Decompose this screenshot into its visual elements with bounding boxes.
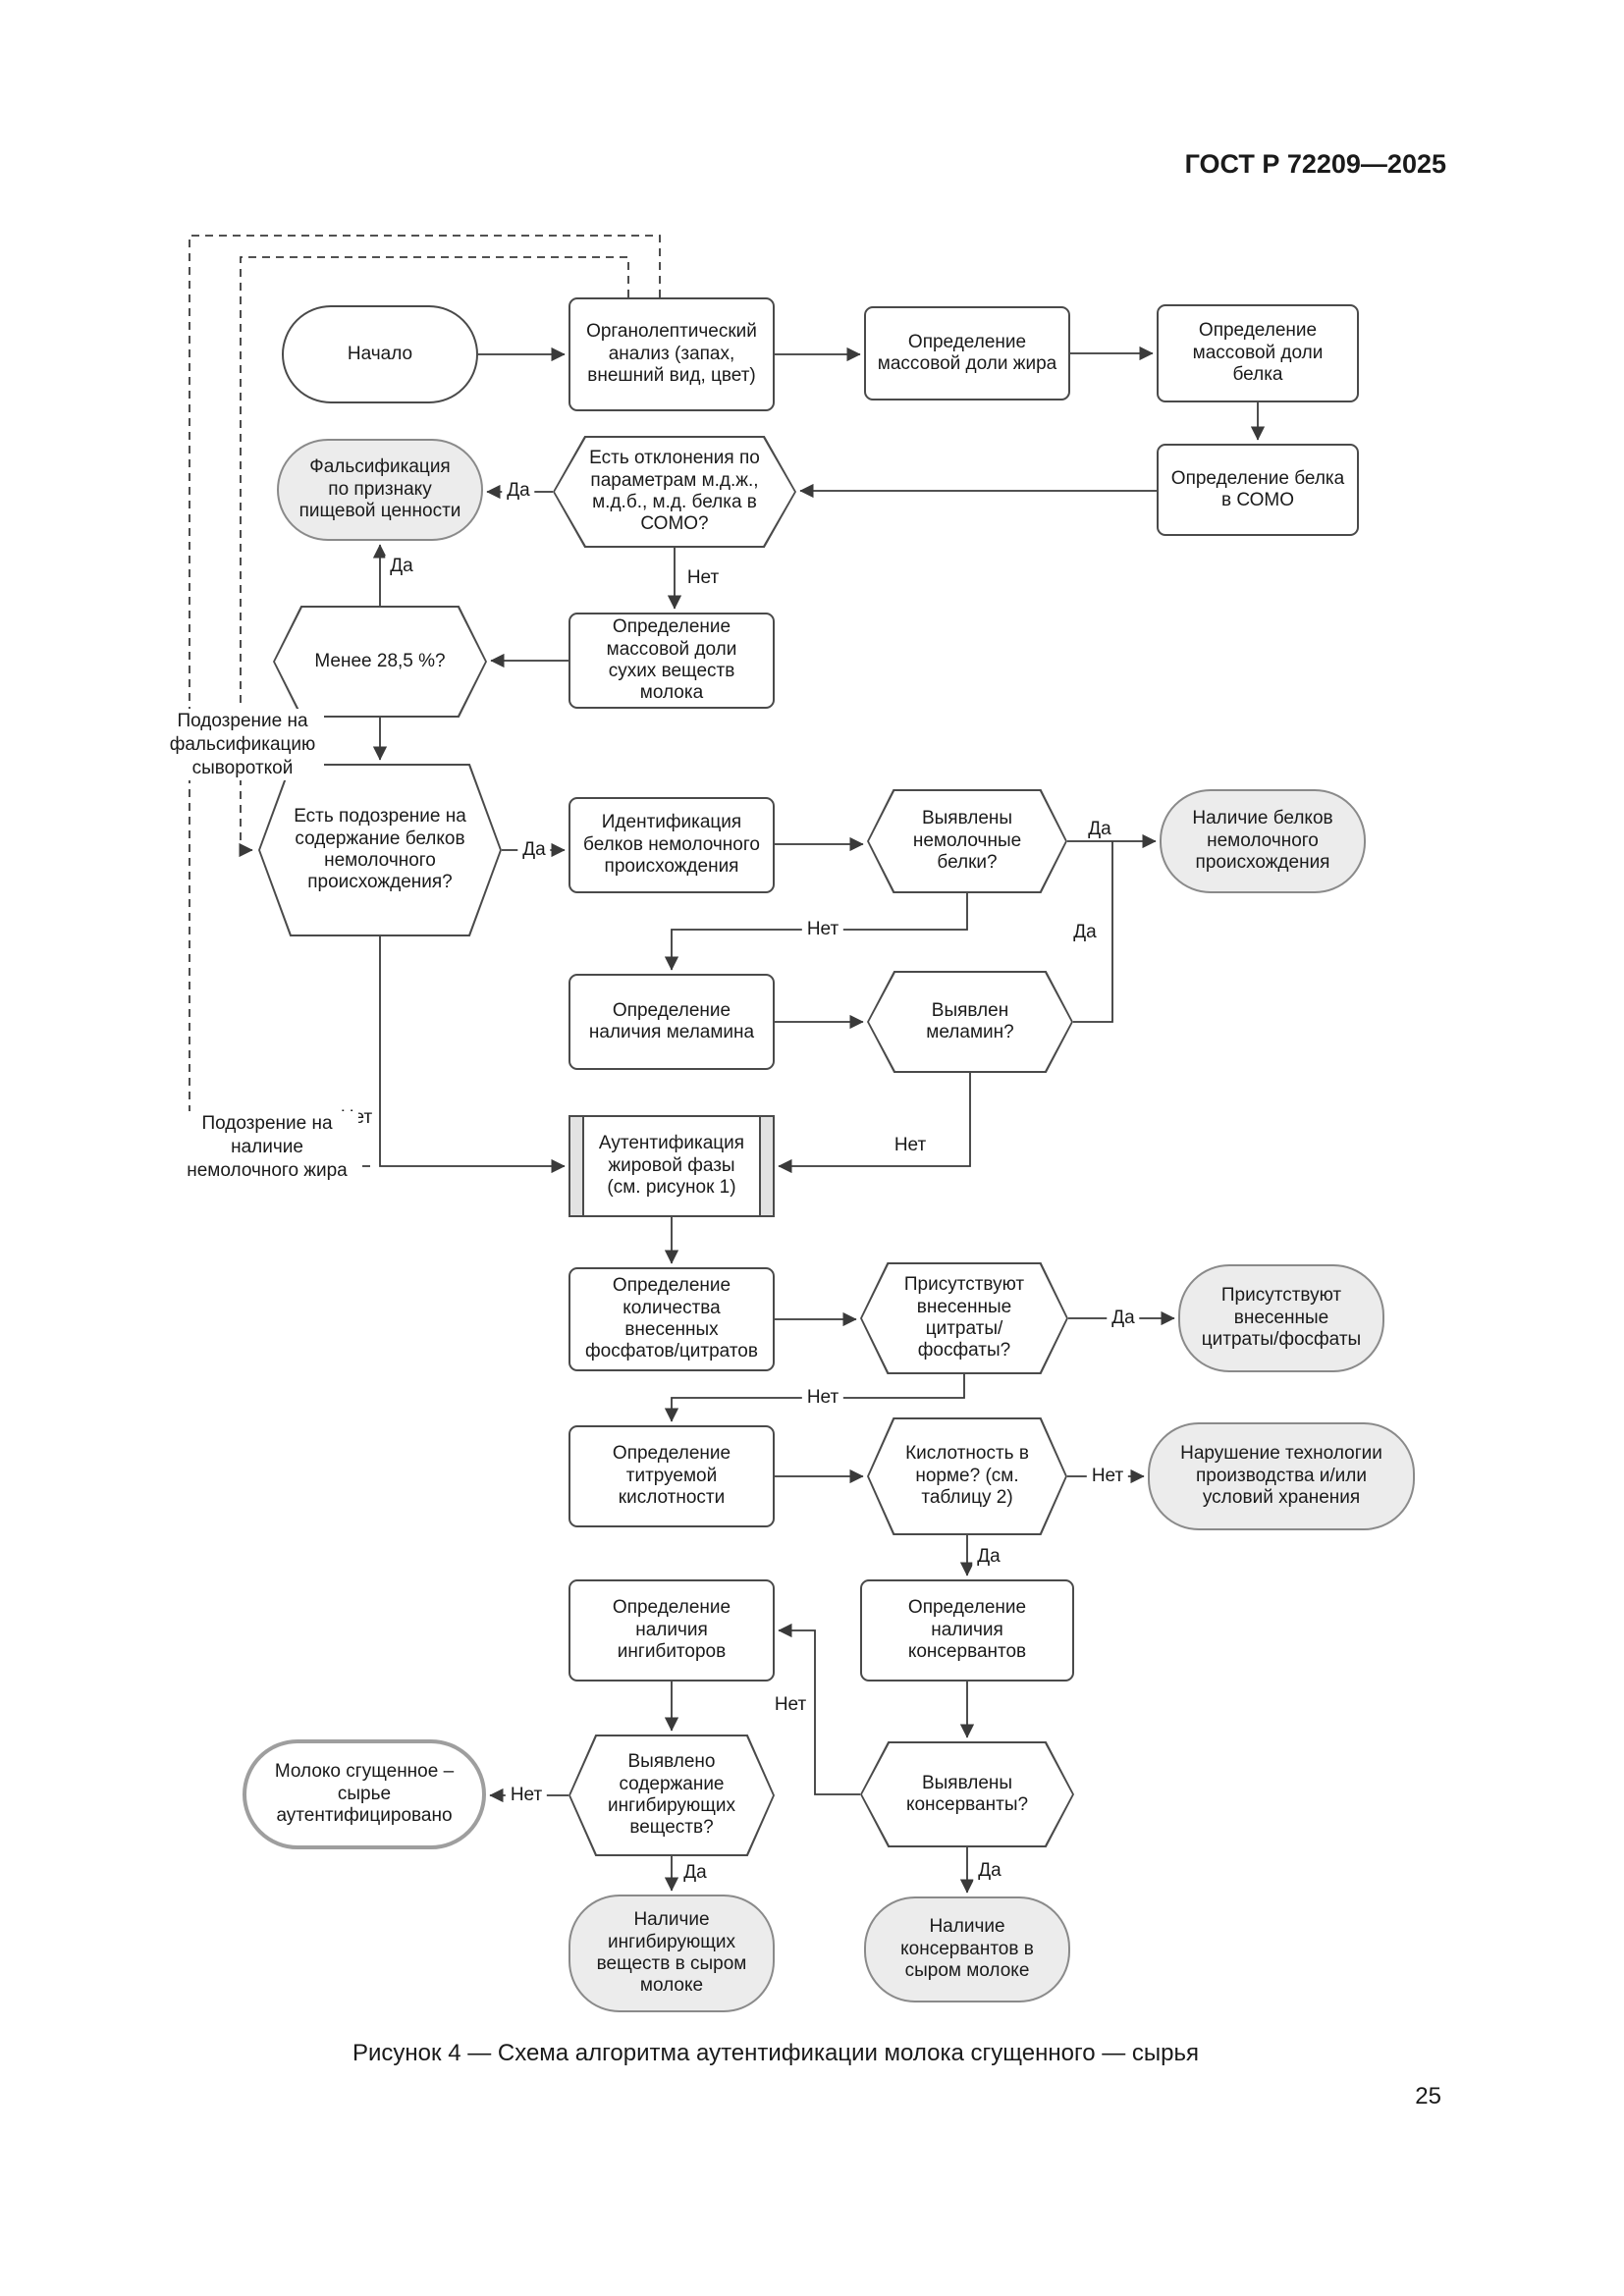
node-phosphates-citrates-determination: Определение количества внесенных фосфато… — [568, 1267, 775, 1371]
node-label: Менее 28,5 %? — [314, 650, 446, 671]
branch-label-no: Нет — [801, 919, 844, 940]
branch-label-yes: Да — [678, 1862, 712, 1884]
node-preservatives-detected-decision: Выявлены консерванты? — [860, 1741, 1074, 1847]
node-fat-mass-fraction: Определение массовой доли жира — [864, 306, 1070, 400]
node-start: Начало — [282, 305, 478, 403]
node-milk-authenticated: Молоко сгущенное – сырье аутентифицирова… — [243, 1739, 486, 1849]
edge-melamine-no-to-fat-auth — [778, 1073, 971, 1174]
node-inhibitors-determination: Определение наличия ингибиторов — [568, 1579, 775, 1682]
node-preservatives-determination: Определение наличия консервантов — [860, 1579, 1074, 1682]
branch-label-no: Нет — [801, 1387, 844, 1409]
node-label: Выявлен меламин? — [926, 999, 1014, 1042]
node-titratable-acidity-determination: Определение титруемой кислотности — [568, 1425, 775, 1527]
node-citrates-phosphates-presence: Присутствуют внесенные цитраты/фосфаты — [1178, 1264, 1384, 1372]
node-nutritional-falsification: Фальсификация по признаку пищевой ценнос… — [277, 439, 483, 541]
node-label: Присутствуют внесенные цитраты/фосфаты? — [903, 1274, 1025, 1362]
edge-suspicion-no-to-fat-auth — [379, 936, 566, 1174]
node-somo-protein: Определение белка в СОМО — [1157, 444, 1359, 536]
node-label: Кислотность в норме? (см. таблицу 2) — [905, 1443, 1029, 1509]
node-protein-mass-fraction: Определение массовой доли белка — [1157, 304, 1359, 402]
standard-number: ГОСТ Р 72209—2025 — [1184, 149, 1446, 179]
node-dry-matter-determination: Определение массовой доли сухих веществ … — [568, 613, 775, 709]
page-number: 25 — [1415, 2083, 1441, 2109]
node-label: Аутентификация жировой фазы (см. рисунок… — [598, 1133, 745, 1199]
edge-melamine-yes-join — [1073, 841, 1113, 1023]
branch-label-no: Нет — [681, 567, 725, 589]
node-citrates-phosphates-decision: Присутствуют внесенные цитраты/фосфаты? — [860, 1262, 1068, 1374]
node-less-than-285-decision: Менее 28,5 %? — [273, 606, 487, 718]
edge-preservatives-no-to-inhibitors-det — [778, 1623, 860, 1795]
node-parameter-deviations-decision: Есть отклонения по параметрам м.д.ж., м.… — [553, 436, 796, 548]
node-label: Выявлены консерванты? — [905, 1772, 1029, 1815]
node-nonmilk-protein-identification: Идентификация белков немолочного происхо… — [568, 797, 775, 893]
node-fat-phase-authentication: Аутентификация жировой фазы (см. рисунок… — [568, 1115, 775, 1217]
branch-label-yes: Да — [973, 1860, 1006, 1882]
branch-label-yes: Да — [385, 556, 418, 577]
node-organoleptic-analysis: Органолептический анализ (запах, внешний… — [568, 297, 775, 411]
node-label: Выявлено содержание ингибирующих веществ… — [608, 1751, 735, 1839]
branch-label-yes: Да — [1107, 1308, 1140, 1329]
branch-label-yes: Да — [972, 1546, 1005, 1568]
side-note-nonmilk-fat: Подозрение на наличие немолочного жира — [176, 1111, 358, 1184]
node-melamine-determination: Определение наличия меламина — [568, 974, 775, 1070]
branch-label-no: Нет — [505, 1785, 548, 1806]
node-label: Есть отклонения по параметрам м.д.ж., м.… — [589, 448, 760, 535]
node-label: Есть подозрение на содержание белков нем… — [294, 806, 466, 893]
branch-label-yes: Да — [517, 839, 551, 861]
branch-label-yes: Да — [502, 480, 535, 502]
branch-label-no: Нет — [889, 1135, 932, 1156]
branch-label-yes: Да — [1068, 922, 1102, 943]
node-label: Выявлены немолочные белки? — [912, 808, 1022, 874]
figure-caption: Рисунок 4 — Схема алгоритма аутентификац… — [352, 2040, 1199, 2066]
branch-label-yes: Да — [1083, 819, 1116, 840]
node-preservatives-presence: Наличие консервантов в сыром молоке — [864, 1896, 1070, 2002]
node-acidity-normal-decision: Кислотность в норме? (см. таблицу 2) — [867, 1417, 1067, 1535]
node-nonmilk-proteins-detected-decision: Выявлены немолочные белки? — [867, 789, 1067, 893]
dashed-edge-nonmilk-fat-suspicion — [189, 235, 661, 1167]
node-nonmilk-protein-suspicion-decision: Есть подозрение на содержание белков нем… — [258, 764, 502, 936]
node-nonmilk-protein-presence: Наличие белков немолочного происхождения — [1160, 789, 1366, 893]
branch-label-no: Нет — [1086, 1466, 1129, 1487]
node-inhibitors-presence: Наличие ингибирующих веществ в сыром мол… — [568, 1895, 775, 2012]
side-note-whey-falsification: Подозрение на фальсификацию сывороткой — [161, 709, 324, 781]
node-melamine-detected-decision: Выявлен меламин? — [867, 971, 1073, 1073]
dashed-edge-whey-suspicion — [239, 256, 629, 858]
node-technology-violation: Нарушение технологии производства и/или … — [1148, 1422, 1415, 1530]
node-inhibitors-detected-decision: Выявлено содержание ингибирующих веществ… — [568, 1735, 775, 1856]
branch-label-no: Нет — [769, 1694, 812, 1716]
